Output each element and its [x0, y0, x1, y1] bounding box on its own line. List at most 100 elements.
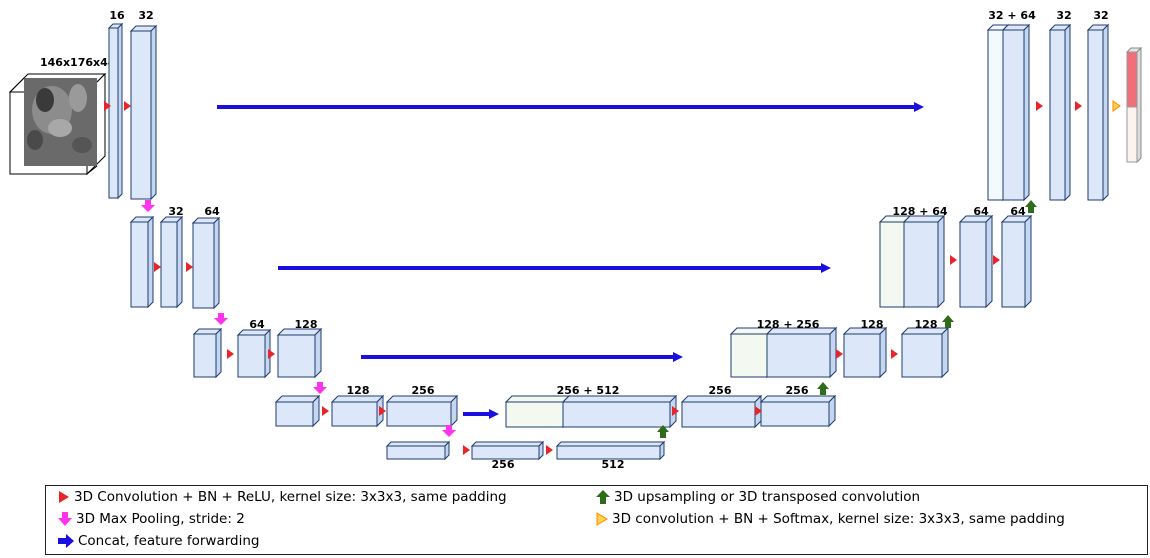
legend-concat: Concat, feature forwarding — [58, 533, 259, 549]
legend-softmax: 3D convolution + BN + Softmax, kernel si… — [596, 511, 1065, 527]
block-d3b — [900, 326, 950, 379]
label-d4a: 256 — [709, 384, 732, 397]
block-e2a — [129, 215, 155, 309]
legend-softmax-text: 3D convolution + BN + Softmax, kernel si… — [612, 511, 1065, 527]
conv-arrow-icon — [1075, 101, 1082, 111]
block-e3a — [192, 327, 223, 379]
block-d3cat-up — [765, 326, 838, 379]
conv-arrow-icon — [463, 445, 470, 455]
legend-conv: 3D Convolution + BN + ReLU, kernel size:… — [58, 489, 507, 505]
softmax-arrow-icon — [1112, 100, 1121, 112]
block-e1a — [107, 22, 124, 200]
label-e3a: 64 — [249, 318, 265, 331]
pool-arrow-icon — [58, 512, 72, 526]
legend-pool: 3D Max Pooling, stride: 2 — [58, 511, 245, 527]
block-d2a — [958, 214, 994, 309]
upsample-arrow-icon — [596, 490, 610, 504]
block-d1cat-up — [1001, 23, 1031, 202]
legend-concat-text: Concat, feature forwarding — [78, 533, 260, 549]
conv-arrow-icon — [186, 262, 193, 272]
upsample-arrow-icon — [657, 425, 669, 438]
block-e4a — [274, 394, 321, 428]
block-d2cat-up — [902, 214, 946, 309]
conv-arrow-icon — [379, 406, 386, 416]
output-segmentation — [1125, 46, 1143, 164]
conv-arrow-icon — [124, 101, 131, 111]
concat-arrow-level1 — [217, 102, 924, 112]
softmax-arrow-icon — [596, 512, 608, 526]
conv-arrow-icon — [268, 349, 275, 359]
legend-upsample-text: 3D upsampling or 3D transposed convoluti… — [614, 489, 921, 505]
arrows-layer — [104, 100, 1121, 455]
block-e3c — [276, 327, 323, 379]
unet-diagram: 146x176x44 16 32 32 64 64 128 128 256 25… — [8, 9, 1143, 471]
conv-arrow-icon — [672, 406, 679, 416]
concat-arrow-level3 — [361, 352, 683, 362]
conv-arrow-icon — [950, 255, 957, 265]
conv-arrow-icon — [104, 101, 111, 111]
conv-arrow-icon — [891, 349, 898, 359]
conv-arrow-icon — [227, 349, 234, 359]
pool-arrow-icon — [442, 425, 456, 437]
block-b0 — [385, 440, 451, 461]
legend-conv-text: 3D Convolution + BN + ReLU, kernel size:… — [74, 489, 507, 505]
block-d4b — [759, 394, 837, 428]
block-labels: 16 32 32 64 64 128 128 256 256 512 256 +… — [109, 9, 1108, 471]
legend-pool-text: 3D Max Pooling, stride: 2 — [76, 511, 245, 527]
block-e4c — [385, 394, 459, 428]
block-d2b — [1000, 214, 1033, 309]
block-e3b — [236, 328, 272, 379]
label-d1b: 32 — [1093, 9, 1108, 22]
block-d1a — [1048, 23, 1072, 202]
upsample-arrow-icon — [1025, 200, 1037, 213]
label-e2b: 64 — [204, 205, 220, 218]
upsample-arrow-icon — [942, 315, 954, 328]
block-d4a — [680, 394, 763, 429]
label-d1a: 32 — [1056, 9, 1071, 22]
block-d4cat-forward — [504, 394, 571, 429]
label-e4a: 128 — [347, 384, 370, 397]
label-d1cat: 32 + 64 — [988, 9, 1036, 22]
block-d1b — [1086, 23, 1110, 202]
upsample-arrow-icon — [817, 382, 829, 395]
label-e4b: 256 — [412, 384, 435, 397]
label-b1: 256 — [492, 458, 515, 471]
label-e3b: 128 — [295, 318, 318, 331]
pool-arrow-icon — [214, 313, 228, 325]
conv-arrow-icon — [59, 491, 69, 503]
concat-arrow-level4 — [463, 409, 499, 419]
block-b2 — [555, 440, 666, 461]
legend-upsample: 3D upsampling or 3D transposed convoluti… — [596, 489, 920, 505]
conv-arrow-icon — [154, 262, 161, 272]
label-d3cat: 128 + 256 — [757, 318, 820, 331]
conv-arrow-icon — [322, 406, 329, 416]
conv-arrow-icon — [836, 349, 843, 359]
label-d2cat: 128 + 64 — [892, 205, 947, 218]
concat-arrow-icon — [58, 534, 74, 548]
label-e1a: 16 — [109, 9, 125, 22]
legend-box: 3D Convolution + BN + ReLU, kernel size:… — [45, 485, 1148, 555]
input-dims-label: 146x176x44 — [40, 56, 116, 69]
label-e1b: 32 — [138, 9, 153, 22]
conv-arrow-icon — [546, 445, 553, 455]
block-d3a — [842, 326, 888, 379]
block-d4cat-up — [561, 394, 678, 429]
label-b2: 512 — [602, 458, 625, 471]
block-e1b — [129, 24, 158, 201]
label-d3a: 128 — [861, 318, 884, 331]
block-b1 — [470, 440, 545, 461]
block-e2c — [191, 216, 221, 310]
label-d4b: 256 — [786, 384, 809, 397]
conv-arrow-icon — [1036, 101, 1043, 111]
label-e2a: 32 — [168, 205, 183, 218]
label-d2a: 64 — [973, 205, 989, 218]
conv-arrow-icon — [993, 255, 1000, 265]
pool-arrow-icon — [141, 200, 155, 212]
label-d4cat: 256 + 512 — [557, 384, 620, 397]
blocks-layer — [107, 22, 1143, 461]
pool-arrow-icon — [313, 382, 327, 394]
block-e2b — [159, 215, 184, 309]
conv-arrow-icon — [755, 406, 762, 416]
concat-arrow-level2 — [278, 263, 831, 273]
block-e4b — [330, 394, 385, 428]
